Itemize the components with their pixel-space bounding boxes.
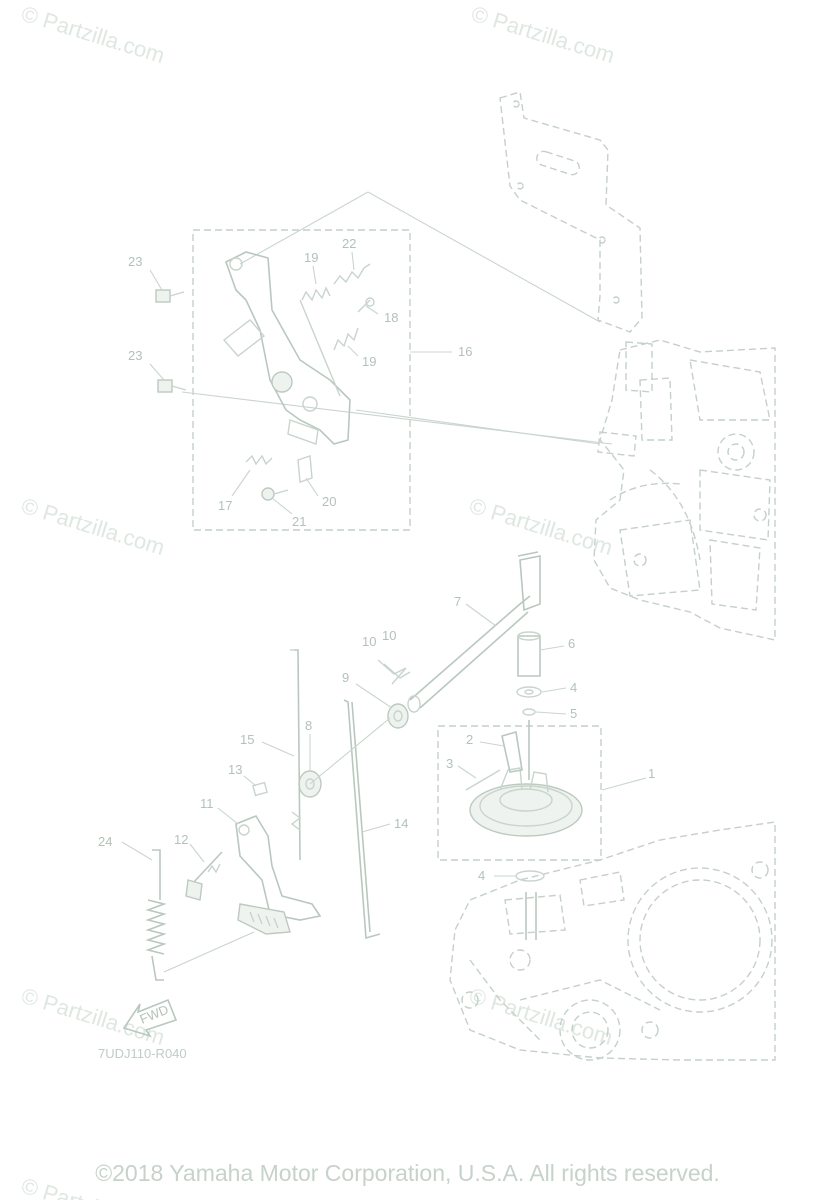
- callout-4: 4: [570, 680, 577, 695]
- crankcase-upper: [593, 339, 776, 641]
- callout-numbers: 1 2 3 4 4 5 6 7 8 9 10 10 11 12 13 14 15…: [98, 236, 655, 883]
- callout-4: 4: [478, 868, 485, 883]
- callout-12: 12: [174, 832, 188, 847]
- callout-15: 15: [240, 732, 254, 747]
- callout-5: 5: [570, 706, 577, 721]
- reference-lines: [181, 191, 613, 445]
- callout-1: 1: [648, 766, 655, 781]
- governor-shaft: [407, 551, 541, 713]
- callout-19: 19: [362, 354, 376, 369]
- crankcase-lower: [449, 821, 776, 1061]
- watermark: © Partzilla.com: [467, 983, 616, 1050]
- watermark-layer: © Partzilla.com © Partzilla.com © Partzi…: [19, 1, 618, 1200]
- control-lever: [185, 781, 322, 935]
- callout-2: 2: [466, 732, 473, 747]
- callout-10: 10: [382, 628, 396, 643]
- parts-20-21: [261, 455, 313, 501]
- callout-23: 23: [128, 254, 142, 269]
- watermark: © Partzilla.com: [19, 493, 168, 560]
- callout-19: 19: [304, 250, 318, 265]
- callout-6: 6: [568, 636, 575, 651]
- callout-18: 18: [384, 310, 398, 325]
- watermark: © Partzilla.com: [467, 493, 616, 560]
- watermark: © Partzilla.com: [19, 1, 168, 68]
- callout-3: 3: [446, 756, 453, 771]
- callout-16: 16: [458, 344, 472, 359]
- governor-lever-assembly: [222, 251, 351, 445]
- assembly-1-box: [437, 725, 602, 861]
- watermark: © Partzilla.com: [469, 1, 618, 68]
- callout-7: 7: [454, 594, 461, 609]
- callout-11: 11: [200, 796, 214, 811]
- springs: [245, 263, 375, 466]
- assembly-16-box: [192, 229, 411, 531]
- callout-21: 21: [292, 514, 306, 529]
- spring-24: [145, 849, 255, 981]
- callout-leaders: [121, 251, 647, 877]
- copyright-notice: ©2018 Yamaha Motor Corporation, U.S.A. A…: [95, 1160, 720, 1186]
- mounting-bracket: [499, 91, 643, 333]
- callout-8: 8: [305, 718, 312, 733]
- callout-13: 13: [228, 762, 242, 777]
- bolts-23: [155, 289, 187, 393]
- callout-20: 20: [322, 494, 336, 509]
- diagram-code: 7UDJ110-R040: [98, 1046, 187, 1061]
- callout-9: 9: [342, 670, 349, 685]
- bushing-stack: [516, 631, 542, 716]
- callout-10: 10: [362, 634, 376, 649]
- callout-14: 14: [394, 816, 408, 831]
- governor-gear: [465, 720, 583, 940]
- callout-23: 23: [128, 348, 142, 363]
- link-rods: [290, 649, 381, 940]
- callout-17: 17: [218, 498, 232, 513]
- callout-22: 22: [342, 236, 356, 251]
- callout-24: 24: [98, 834, 112, 849]
